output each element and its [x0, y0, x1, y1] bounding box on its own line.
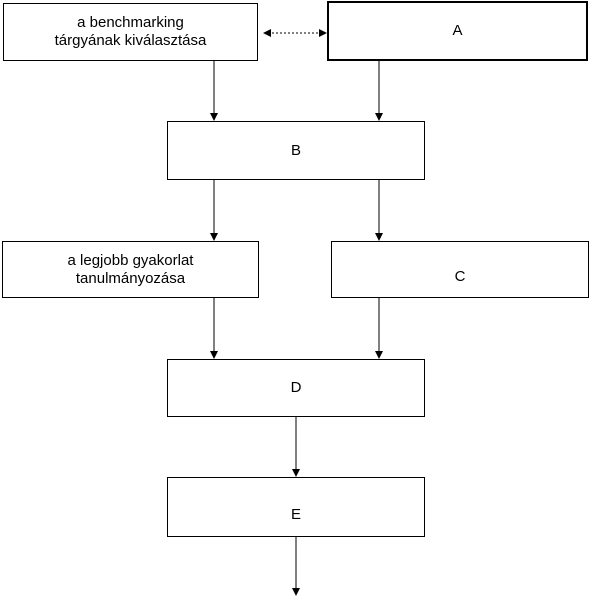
box-best-practice-text: a legjobb gyakorlat tanulmányozása: [68, 252, 194, 288]
box-d: D: [167, 359, 425, 417]
box-b-label: B: [290, 141, 301, 159]
box-a: A: [327, 1, 588, 61]
box-best-practice-line1: a legjobb gyakorlat: [67, 251, 194, 269]
box-select-benchmark-subject: a benchmarking tárgyának kiválasztása: [3, 3, 258, 61]
box-select-benchmark-subject-line2: tárgyának kiválasztása: [54, 32, 207, 49]
box-select-benchmark-subject-line1: a benchmarking: [77, 14, 184, 31]
box-best-practice: a legjobb gyakorlat tanulmányozása: [2, 241, 259, 298]
box-e: E: [167, 477, 425, 537]
box-c: C: [331, 241, 589, 298]
box-d-label: D: [290, 379, 302, 396]
box-b: B: [167, 121, 425, 180]
box-best-practice-line2: tanulmányozása: [75, 269, 186, 287]
box-select-benchmark-subject-text: a benchmarking tárgyának kiválasztása: [55, 14, 207, 50]
box-a-label: A: [452, 22, 463, 39]
box-c-label: C: [454, 267, 466, 285]
box-e-label: E: [290, 506, 301, 523]
